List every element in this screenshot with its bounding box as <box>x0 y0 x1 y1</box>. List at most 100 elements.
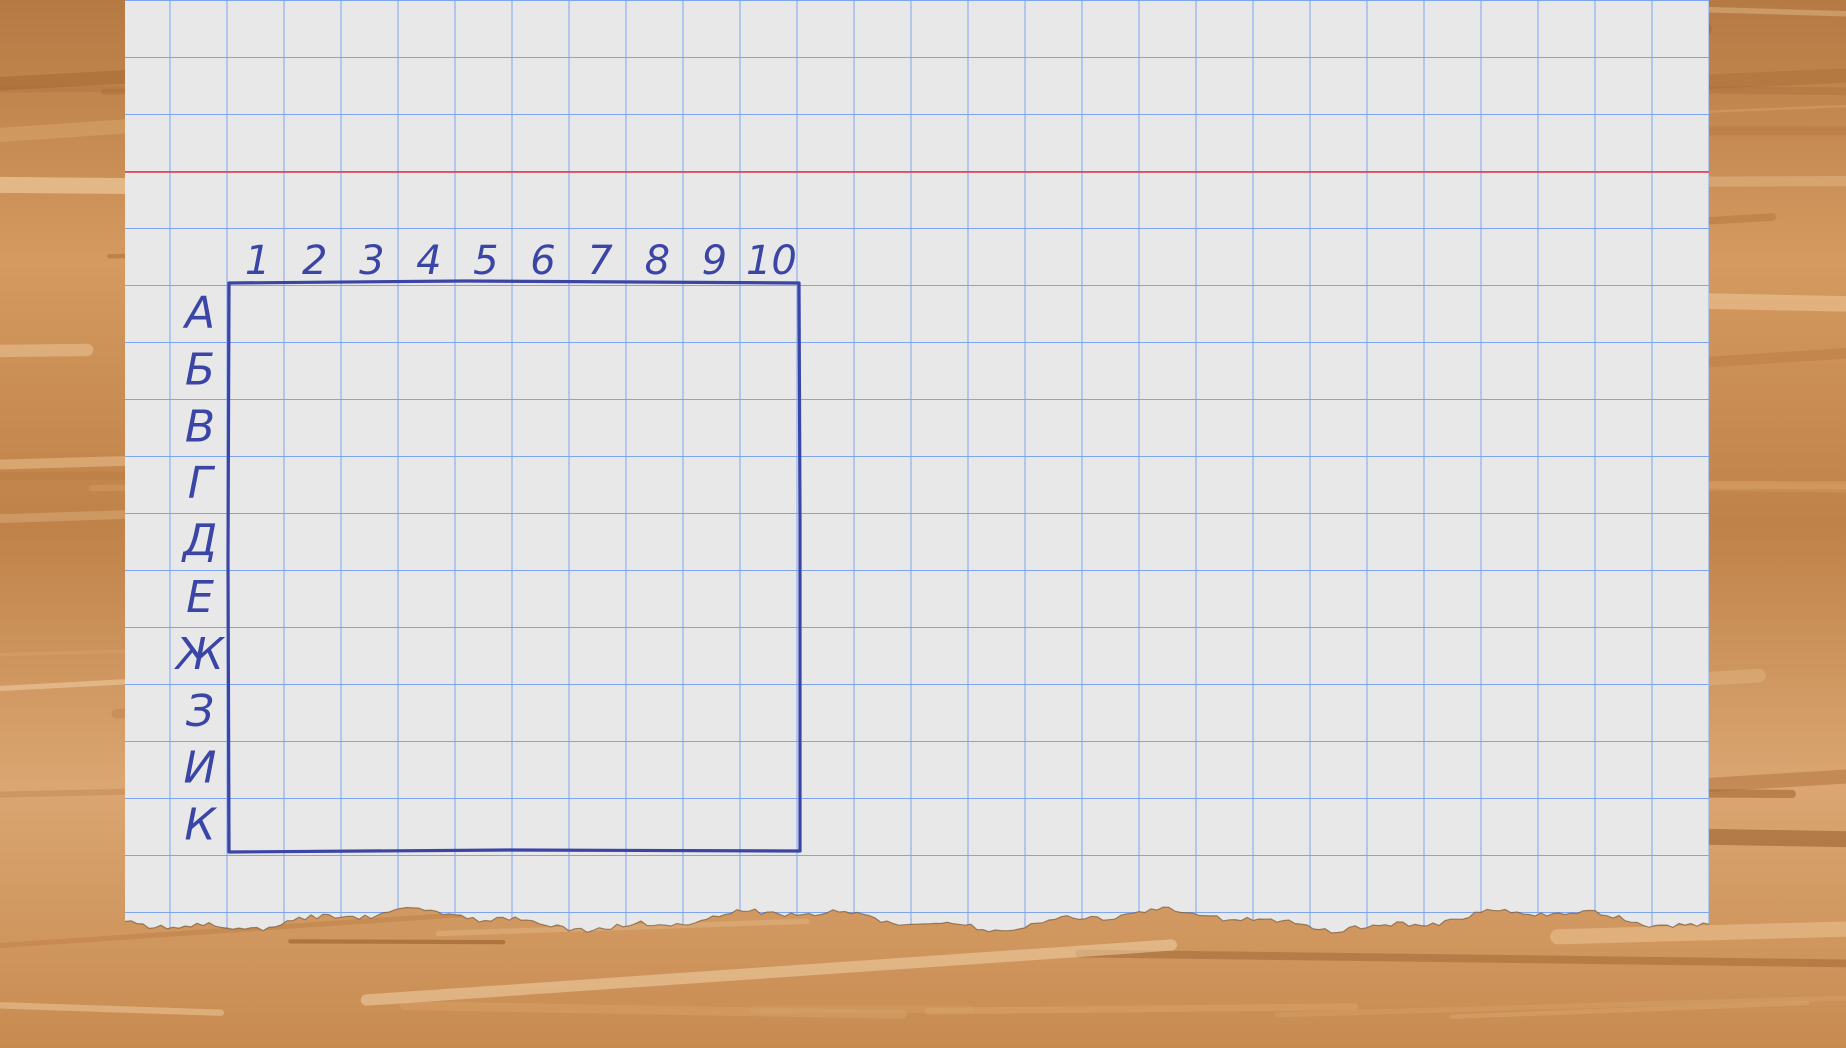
board-cell[interactable] <box>629 568 686 625</box>
board-cell[interactable] <box>457 568 514 625</box>
board-cell[interactable] <box>457 624 514 681</box>
board-cell[interactable] <box>572 624 629 681</box>
board-cell[interactable] <box>286 795 343 852</box>
board-cell[interactable] <box>400 568 457 625</box>
board-cell[interactable] <box>229 795 286 852</box>
board-cell[interactable] <box>229 283 286 340</box>
board-cell[interactable] <box>457 283 514 340</box>
board-cell[interactable] <box>572 340 629 397</box>
board-cell[interactable] <box>572 568 629 625</box>
board-cell[interactable] <box>515 511 572 568</box>
board-cell[interactable] <box>629 454 686 511</box>
board-cell[interactable] <box>515 795 572 852</box>
board-cell[interactable] <box>686 738 743 795</box>
board-cell[interactable] <box>229 738 286 795</box>
board-cell[interactable] <box>572 454 629 511</box>
board-cell[interactable] <box>629 795 686 852</box>
board-cell[interactable] <box>400 397 457 454</box>
board-cell[interactable] <box>743 624 800 681</box>
board-cell[interactable] <box>515 283 572 340</box>
board-cell[interactable] <box>515 397 572 454</box>
board-cell[interactable] <box>286 454 343 511</box>
board-cell[interactable] <box>229 397 286 454</box>
board-cell[interactable] <box>572 397 629 454</box>
board-cell[interactable] <box>515 624 572 681</box>
board-cell[interactable] <box>629 681 686 738</box>
board-cell[interactable] <box>686 454 743 511</box>
board-cell[interactable] <box>686 283 743 340</box>
board-cell[interactable] <box>400 624 457 681</box>
board-cell[interactable] <box>686 795 743 852</box>
board-cell[interactable] <box>743 340 800 397</box>
board-cell[interactable] <box>629 397 686 454</box>
board-cell[interactable] <box>743 283 800 340</box>
board-cell[interactable] <box>686 568 743 625</box>
board-cell[interactable] <box>286 397 343 454</box>
board-cell[interactable] <box>400 283 457 340</box>
board-cell[interactable] <box>286 283 343 340</box>
board-cell[interactable] <box>286 340 343 397</box>
board-cell[interactable] <box>743 511 800 568</box>
board-cell[interactable] <box>343 795 400 852</box>
board-cell[interactable] <box>515 738 572 795</box>
board-cell[interactable] <box>457 795 514 852</box>
board-cell[interactable] <box>572 795 629 852</box>
board-cell[interactable] <box>629 283 686 340</box>
board-cell[interactable] <box>286 624 343 681</box>
board-cell[interactable] <box>400 795 457 852</box>
board-cell[interactable] <box>229 511 286 568</box>
board-cell[interactable] <box>229 568 286 625</box>
board-cell[interactable] <box>743 795 800 852</box>
board-cell[interactable] <box>229 340 286 397</box>
board-cell[interactable] <box>629 624 686 681</box>
board-cell[interactable] <box>229 624 286 681</box>
board-cell[interactable] <box>457 340 514 397</box>
board-cell[interactable] <box>743 397 800 454</box>
board-cell[interactable] <box>457 511 514 568</box>
board-cell[interactable] <box>343 738 400 795</box>
board-cell[interactable] <box>572 738 629 795</box>
board-cell[interactable] <box>743 738 800 795</box>
board-cell[interactable] <box>686 397 743 454</box>
board-cell[interactable] <box>286 568 343 625</box>
board-cell[interactable] <box>572 511 629 568</box>
board-cell[interactable] <box>629 738 686 795</box>
board-cell[interactable] <box>343 681 400 738</box>
board-cell[interactable] <box>343 624 400 681</box>
board-cell[interactable] <box>286 511 343 568</box>
board-cell[interactable] <box>400 681 457 738</box>
board-cell[interactable] <box>743 568 800 625</box>
board-cell[interactable] <box>686 511 743 568</box>
board-cell[interactable] <box>343 397 400 454</box>
board-cell[interactable] <box>343 454 400 511</box>
board-cell[interactable] <box>629 511 686 568</box>
board-cell[interactable] <box>400 340 457 397</box>
board-cell[interactable] <box>400 454 457 511</box>
board-cell[interactable] <box>629 340 686 397</box>
board-cell[interactable] <box>400 511 457 568</box>
board-cell[interactable] <box>515 681 572 738</box>
board-cell[interactable] <box>286 681 343 738</box>
board-cell[interactable] <box>515 568 572 625</box>
board-cells[interactable] <box>229 283 800 852</box>
board-cell[interactable] <box>457 397 514 454</box>
board-cell[interactable] <box>686 340 743 397</box>
board-cell[interactable] <box>572 681 629 738</box>
board-cell[interactable] <box>229 454 286 511</box>
board-cell[interactable] <box>343 511 400 568</box>
board-cell[interactable] <box>286 738 343 795</box>
board-cell[interactable] <box>457 454 514 511</box>
board-cell[interactable] <box>515 454 572 511</box>
board-cell[interactable] <box>229 681 286 738</box>
board-cell[interactable] <box>515 340 572 397</box>
board-cell[interactable] <box>343 283 400 340</box>
board-cell[interactable] <box>743 681 800 738</box>
board-cell[interactable] <box>343 568 400 625</box>
board-cell[interactable] <box>343 340 400 397</box>
board-cell[interactable] <box>457 738 514 795</box>
board-cell[interactable] <box>457 681 514 738</box>
board-cell[interactable] <box>686 624 743 681</box>
board-cell[interactable] <box>686 681 743 738</box>
board-cell[interactable] <box>400 738 457 795</box>
